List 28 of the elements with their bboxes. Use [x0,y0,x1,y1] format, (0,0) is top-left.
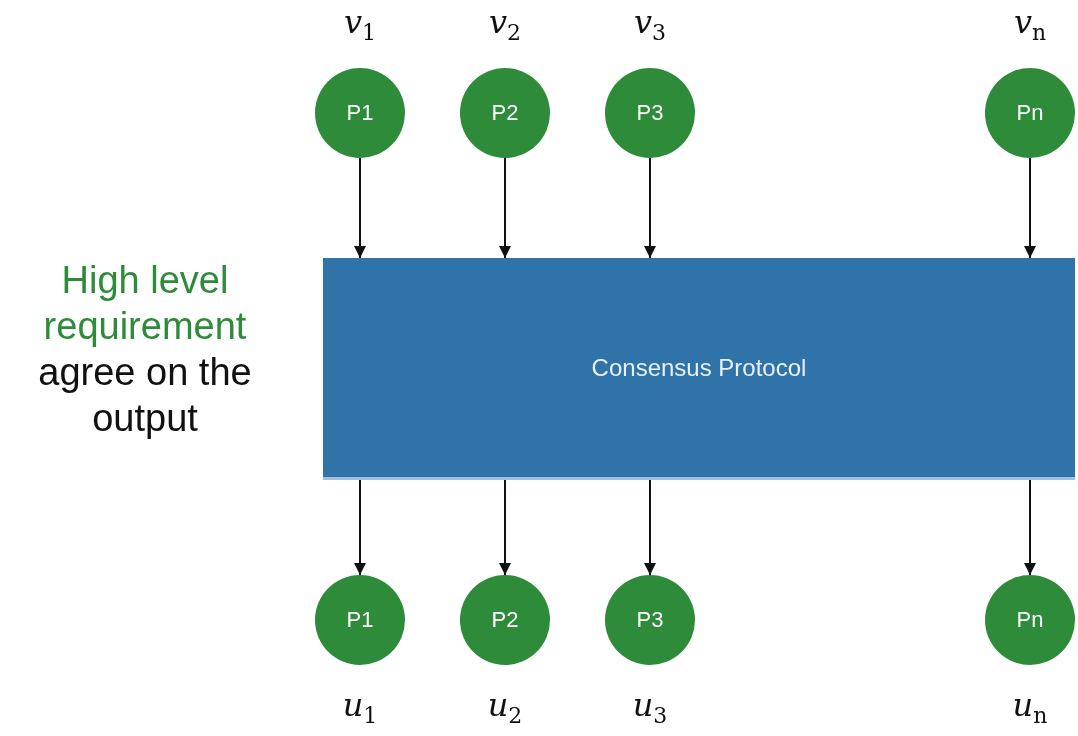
variable-label: u$_{n}$ [1012,689,1048,728]
arrow [499,157,511,259]
node-label: Pn [1016,100,1044,126]
arrow [644,157,656,259]
node-label: P1 [346,607,374,633]
arrow [1024,479,1036,576]
variable-label: v$_{n}$ [1013,6,1047,45]
node-label: P2 [491,100,519,126]
variable-label: v$_{1}$ [343,6,377,45]
variable-label: v$_{3}$ [633,6,667,45]
variable-label: u$_{1}$ [342,689,378,728]
note-text: High level requirement [42,258,248,349]
arrow [1024,157,1036,259]
variable-label: u$_{3}$ [632,689,668,728]
node-label: P3 [636,607,664,633]
arrow [354,157,366,259]
variable-label: u$_{2}$ [487,689,523,728]
variable-label: v$_{2}$ [488,6,522,45]
protocol-box [323,258,1075,480]
node-label: Pn [1016,607,1044,633]
node-label: Consensus Protocol [591,353,807,382]
arrow [499,479,511,576]
note-text: agree on the output [37,350,253,441]
arrow [644,479,656,576]
node-label: P3 [636,100,664,126]
node-label: P2 [491,607,519,633]
arrow [354,479,366,576]
node-label: P1 [346,100,374,126]
